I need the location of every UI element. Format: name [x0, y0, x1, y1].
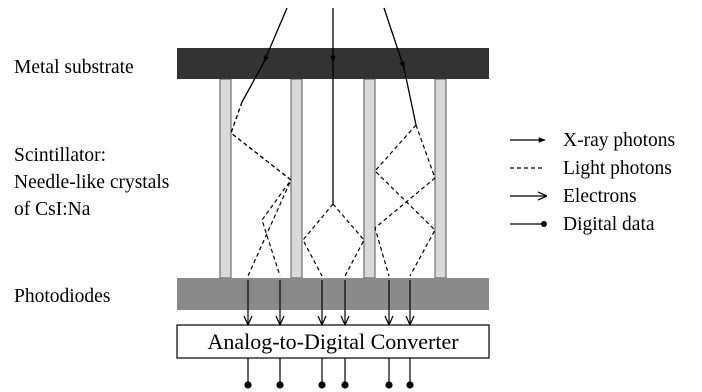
digital-data-dot: [276, 381, 284, 389]
legend-electrons-label: Electrons: [563, 186, 637, 207]
legend-xray-label: X-ray photons: [563, 130, 675, 151]
legend-digital-label: Digital data: [563, 214, 655, 235]
legend-digital-dot: [541, 221, 547, 227]
light-photon-path: [374, 124, 436, 277]
digital-data-dot: [341, 381, 349, 389]
light-photon-path: [332, 203, 365, 277]
legend: X-ray photons Light photons Electrons Di…: [510, 130, 675, 235]
scintillator-label-line3: of CsI:Na: [14, 199, 91, 220]
scintillator-label-line2: Needle-like crystals: [14, 172, 169, 193]
metal-substrate-label: Metal substrate: [14, 57, 134, 78]
light-photon-path: [230, 101, 292, 277]
photodiodes-label: Photodiodes: [14, 286, 110, 307]
digital-data-dot: [318, 381, 326, 389]
adc-label: Analog-to-Digital Converter: [207, 329, 459, 354]
scintillator-label-line1: Scintillator:: [14, 145, 106, 166]
digital-data-dot: [406, 381, 414, 389]
digital-data-outputs: [244, 358, 414, 389]
electron-arrows: [248, 280, 410, 324]
light-photon-path: [230, 101, 292, 277]
xray-photon-arrow: [383, 7, 405, 69]
xray-photon-arrow: [263, 7, 288, 63]
crystal-needle: [363, 78, 376, 279]
light-photon-paths: [230, 101, 436, 277]
crystal-needle: [219, 78, 232, 279]
light-photon-path: [302, 203, 334, 277]
legend-light-label: Light photons: [563, 158, 672, 179]
xray-photon-paths: [241, 7, 417, 204]
crystal-needle: [290, 78, 303, 279]
digital-data-dot: [244, 381, 252, 389]
digital-data-dot: [385, 381, 393, 389]
crystal-needle: [434, 78, 447, 279]
photodiodes-bar: [177, 278, 489, 310]
light-photon-path: [374, 124, 436, 277]
adc-box: [176, 324, 490, 359]
